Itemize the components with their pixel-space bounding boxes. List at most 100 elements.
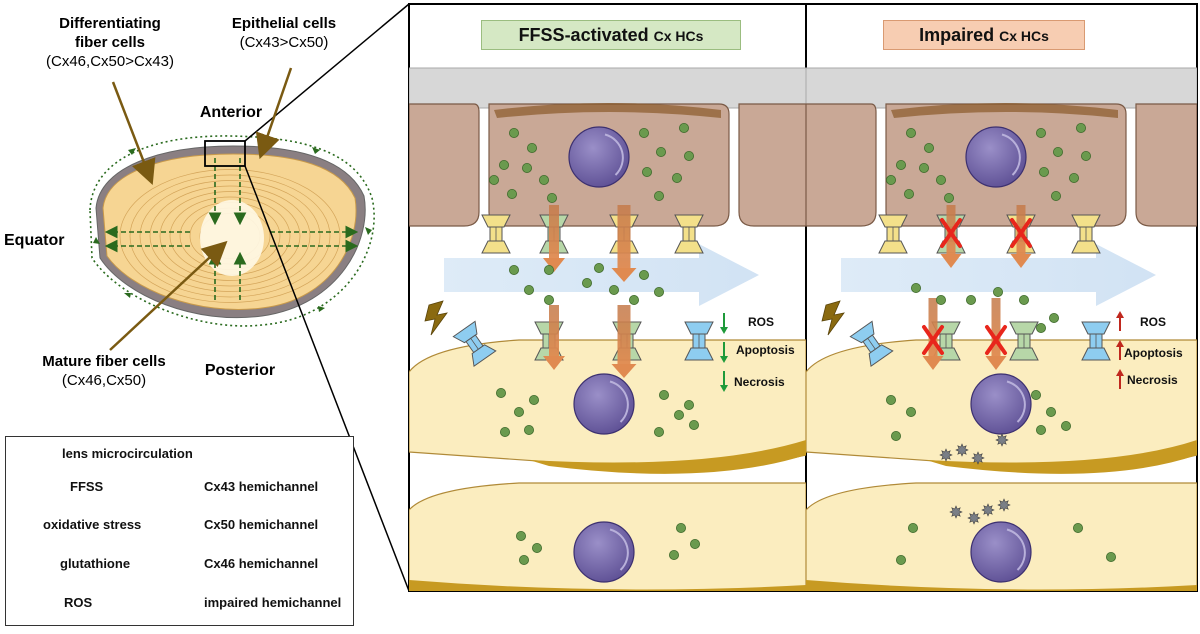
glutathione-dot [1036,322,1047,333]
nucleus-highlight [1006,528,1026,571]
lens-illustration [89,3,410,592]
glutathione-dot [1049,312,1060,323]
impaired-hemichannel-x [940,218,962,248]
cx43-hemichannel [674,214,704,254]
glutathione-dot [1039,166,1050,177]
glutathione-dot [642,166,653,177]
glutathione-dot [993,286,1004,297]
pointer-differentiating [111,81,156,185]
cx46-hemichannel [684,321,714,361]
label-equator: Equator [4,232,65,249]
lens-capsule-band [409,67,806,109]
epithelial-cell-side [409,103,480,227]
fiber-nucleus-2 [573,521,635,583]
glutathione-dot [906,406,917,417]
uptake-arrow [985,298,1007,370]
glutathione-dot [519,555,530,566]
glutathione-dot [886,174,897,185]
glutathione-dot [498,159,509,170]
glutathione-dot [886,394,897,405]
ffss-flow-arrow [444,244,759,306]
glutathione-dot [676,523,687,534]
glutathione-dot [674,409,685,420]
legend-label-impaired: impaired hemichannel [204,595,342,610]
glutathione-dot [684,150,695,161]
lens-nucleus [200,200,264,276]
glutathione-dot [1073,523,1084,534]
indicator-necrosis-right: Necrosis [1127,373,1178,387]
ros-particle [967,511,981,525]
release-arrow [611,205,637,282]
glutathione-dot [966,294,977,305]
indicator-arrow-ros [720,313,728,334]
glutathione-dot [529,394,540,405]
epithelial-nucleus [568,126,630,188]
lens-ring [119,169,341,303]
indicator-arrow-ros [1116,311,1124,331]
epithelial-shadow [891,103,1118,118]
glutathione-dot [919,162,930,173]
glutathione-dot [672,172,683,183]
legend-label-ffss: FFSS [70,479,104,494]
impaired-hemichannel-x [985,325,1007,355]
ros-particle [971,451,985,465]
cx46-hemichannel [452,320,497,368]
glutathione-dot [527,142,538,153]
fiber-nucleus-1 [573,373,635,435]
label-posterior: Posterior [204,362,276,379]
glutathione-dot [1069,172,1080,183]
impaired-hemichannel-x [922,325,944,355]
panel-ffss-activated [409,67,806,591]
fiber-cell-1-shadow [926,440,1197,474]
legend-label-glutathione: glutathione [60,556,131,571]
glutathione-dot [924,142,935,153]
nucleus-highlight [604,133,624,176]
lens-ring [149,185,311,287]
impaired-hemichannel-x [1010,218,1032,248]
glutathione-dot [896,159,907,170]
glutathione-dot [522,162,533,173]
uptake-arrow [543,305,565,370]
glutathione-dot [544,264,555,275]
panel-title-ffss-activated: FFSS-activated Cx HCs [481,20,741,50]
ros-particle [955,443,969,457]
label-mature-fiber-cells: Mature fiber cells (Cx46,Cx50) [42,353,166,389]
oxidative-stress-bolt [821,300,845,336]
fiber-nucleus-1 [970,373,1032,435]
glutathione-dot [544,294,555,305]
ros-particle [981,503,995,517]
glutathione-dot [654,426,665,437]
glutathione-dot [499,426,510,437]
microcirculation-arrowheads [93,147,372,312]
legend-label-microcirculation: lens microcirculation [62,446,193,461]
glutathione-dot [539,174,550,185]
panel-title-impaired: Impaired Cx HCs [883,20,1085,50]
glutathione-dot [524,284,535,295]
indicator-arrow-necrosis [1116,369,1124,389]
indicator-apoptosis-left: Apoptosis [736,343,795,357]
glutathione-dot [684,399,695,410]
nucleus-highlight [609,528,629,571]
epithelial-cell-side [738,103,806,227]
cx46-hemichannel [1081,321,1111,361]
legend-label-cx46: Cx46 hemichannel [204,556,319,571]
glutathione-dot [1036,424,1047,435]
legend-label-cx43: Cx43 hemichannel [204,479,319,494]
nucleus-highlight [1006,380,1026,423]
cx46-hemichannel [849,320,894,368]
glutathione-dot [508,127,519,138]
indicator-arrow-apoptosis [720,342,728,363]
glutathione-dot [654,190,665,201]
glutathione-dot [656,146,667,157]
glutathione-dot [936,294,947,305]
zoom-selection-box [204,140,246,167]
glutathione-dot [654,286,665,297]
glutathione-dot [516,531,527,542]
glutathione-dot [629,294,640,305]
legend-label-ros: ROS [64,595,93,610]
epithelial-nucleus [965,126,1027,188]
nucleus-highlight [1001,133,1021,176]
uptake-arrow [922,298,944,370]
ros-particle [939,448,953,462]
